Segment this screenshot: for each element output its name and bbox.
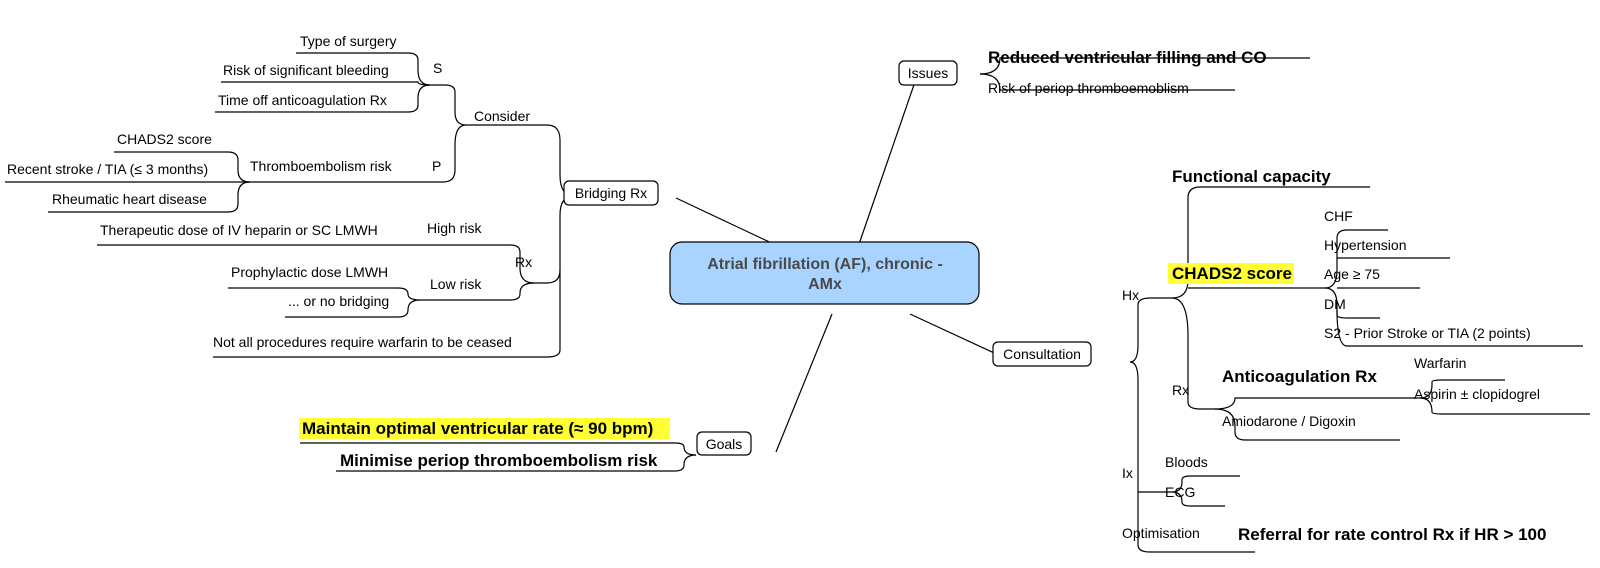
connector-lines <box>5 52 1590 553</box>
p-node: P <box>432 158 441 174</box>
anticoag-item-warfarin: Warfarin <box>1414 355 1466 371</box>
p-item-chads2: CHADS2 score <box>117 131 212 147</box>
chads2-item-stroke: S2 - Prior Stroke or TIA (2 points) <box>1324 325 1531 341</box>
warfarin-note: Not all procedures require warfarin to b… <box>213 334 512 350</box>
issues-node-box[interactable] <box>898 60 958 86</box>
central-title-line1: Atrial fibrillation (AF), chronic - <box>707 256 943 273</box>
goals-branch: Goals Maintain optimal ventricular rate … <box>299 418 752 470</box>
p-item-rheumatic: Rheumatic heart disease <box>52 191 207 207</box>
chads2-highlight <box>1168 263 1294 284</box>
central-title-line2: AMx <box>808 276 842 293</box>
chads2-score: CHADS2 score <box>1172 264 1292 283</box>
low-risk-node: Low risk <box>430 276 482 292</box>
low-risk-item-no-bridging: ... or no bridging <box>288 293 389 309</box>
consultation-node-box[interactable] <box>992 341 1092 367</box>
hx-node: Hx <box>1122 287 1139 303</box>
thromboembolism-risk: Thromboembolism risk <box>250 158 393 174</box>
s-node: S <box>433 60 442 76</box>
goal-minimise-thromboembolism: Minimise periop thromboembolism risk <box>340 451 658 470</box>
functional-capacity: Functional capacity <box>1172 167 1331 186</box>
bridging-rx-node[interactable]: Bridging Rx <box>575 185 647 201</box>
central-node-box <box>669 241 980 305</box>
ix-node: Ix <box>1122 465 1133 481</box>
anticoagulation-rx: Anticoagulation Rx <box>1222 367 1377 386</box>
consultation-node[interactable]: Consultation <box>1003 346 1081 362</box>
high-risk-node: High risk <box>427 220 482 236</box>
issues-node[interactable]: Issues <box>908 65 948 81</box>
chads2-item-hypertension: Hypertension <box>1324 237 1407 253</box>
chads2-item-dm: DM <box>1324 296 1346 312</box>
anticoag-item-aspirin: Aspirin ± clopidogrel <box>1414 386 1540 402</box>
high-risk-item: Therapeutic dose of IV heparin or SC LMW… <box>100 222 378 238</box>
issues-item-filling: Reduced ventricular filling and CO <box>988 48 1267 67</box>
bridging-branch: Bridging Rx Consider S Type of surgery R… <box>7 33 659 350</box>
low-risk-item-prophylactic: Prophylactic dose LMWH <box>231 264 388 280</box>
s-item-time-off: Time off anticoagulation Rx <box>218 92 387 108</box>
consultation-rx-node: Rx <box>1172 382 1189 398</box>
chads2-item-age: Age ≥ 75 <box>1324 266 1380 282</box>
s-item-type-of-surgery: Type of surgery <box>300 33 397 49</box>
goal-highlight <box>299 418 670 439</box>
ix-item-bloods: Bloods <box>1165 454 1208 470</box>
optimisation-node: Optimisation <box>1122 525 1200 541</box>
s-item-bleeding: Risk of significant bleeding <box>223 62 389 78</box>
bridging-rx-sub-node: Rx <box>515 254 532 270</box>
amiodarone-digoxin: Amiodarone / Digoxin <box>1222 413 1356 429</box>
goals-node[interactable]: Goals <box>706 436 743 452</box>
consultation-branch: Consultation Hx Functional capacity CHAD… <box>992 167 1546 544</box>
bridging-node-box[interactable] <box>563 180 659 206</box>
issues-item-thromboembolism: Risk of periop thromboemoblism <box>988 80 1189 96</box>
p-item-recent-stroke: Recent stroke / TIA (≤ 3 months) <box>7 161 208 177</box>
referral-rate-control: Referral for rate control Rx if HR > 100 <box>1238 525 1546 544</box>
central-node[interactable]: Atrial fibrillation (AF), chronic - AMx <box>669 241 980 305</box>
consider-node: Consider <box>474 108 530 124</box>
goals-node-box[interactable] <box>696 431 752 456</box>
ix-item-ecg: ECG <box>1165 484 1195 500</box>
chads2-item-chf: CHF <box>1324 208 1353 224</box>
goal-ventricular-rate: Maintain optimal ventricular rate (≈ 90 … <box>302 419 653 438</box>
issues-branch: Issues Reduced ventricular filling and C… <box>898 48 1267 96</box>
